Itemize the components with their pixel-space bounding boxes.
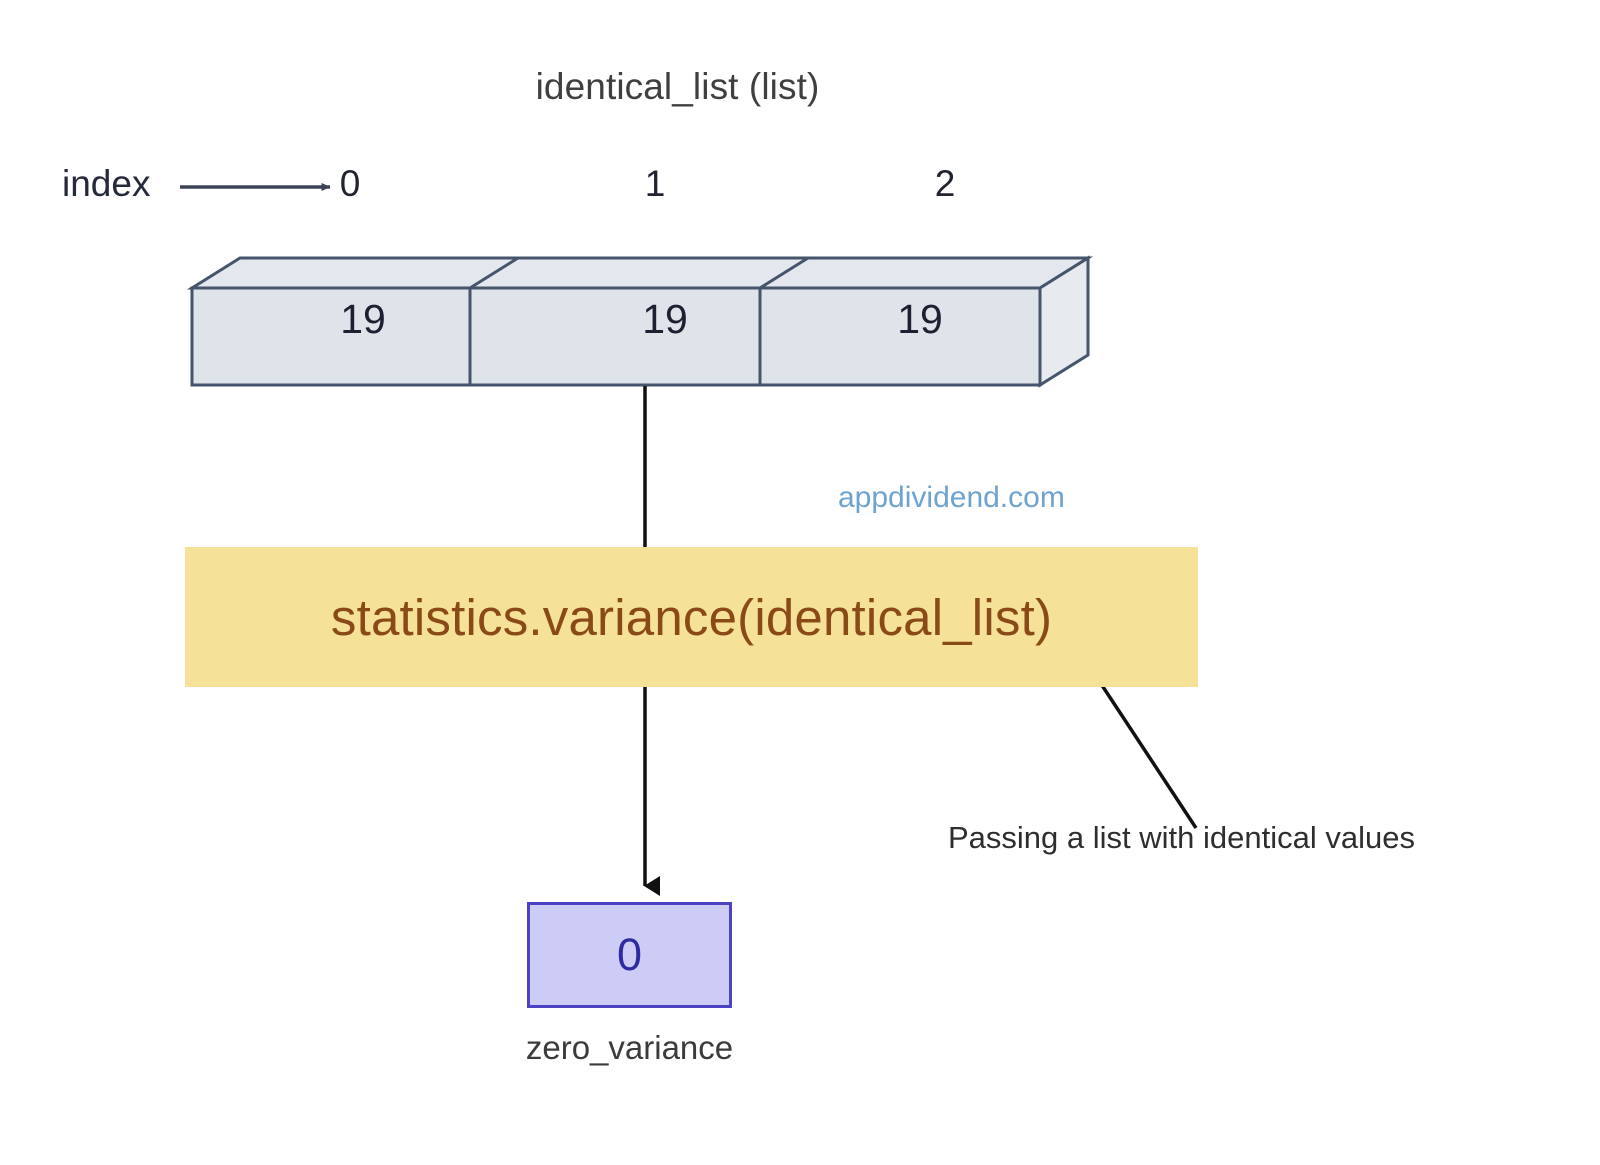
- watermark: appdividend.com: [838, 481, 1065, 514]
- index-value-0: 0: [339, 163, 361, 204]
- result-box: 0: [527, 902, 732, 1008]
- list-cell-value-0: 19: [340, 296, 386, 342]
- list-cell-front-0: [190, 286, 472, 387]
- list-top-divider-1: [759, 256, 809, 290]
- list-cell-front-1: [468, 286, 762, 387]
- index-value-1: 1: [644, 163, 666, 204]
- list-cell-front-2: [758, 286, 1042, 387]
- list-top-face: [186, 256, 1094, 290]
- index-label: index: [62, 163, 151, 204]
- list-3d-box: [186, 255, 1094, 388]
- list-cell-value-2: 19: [897, 296, 943, 342]
- function-call-text: statistics.variance(identical_list): [330, 588, 1053, 646]
- list-top-divider-0: [469, 256, 519, 290]
- page-title: identical_list (list): [535, 66, 820, 107]
- result-value: 0: [616, 929, 643, 980]
- list-cell-value-1: 19: [642, 296, 688, 342]
- annotation-text: Passing a list with identical values: [948, 820, 1415, 855]
- index-value-2: 2: [934, 163, 956, 204]
- function-call-banner: statistics.variance(identical_list): [185, 547, 1198, 687]
- result-caption: zero_variance: [525, 1029, 734, 1066]
